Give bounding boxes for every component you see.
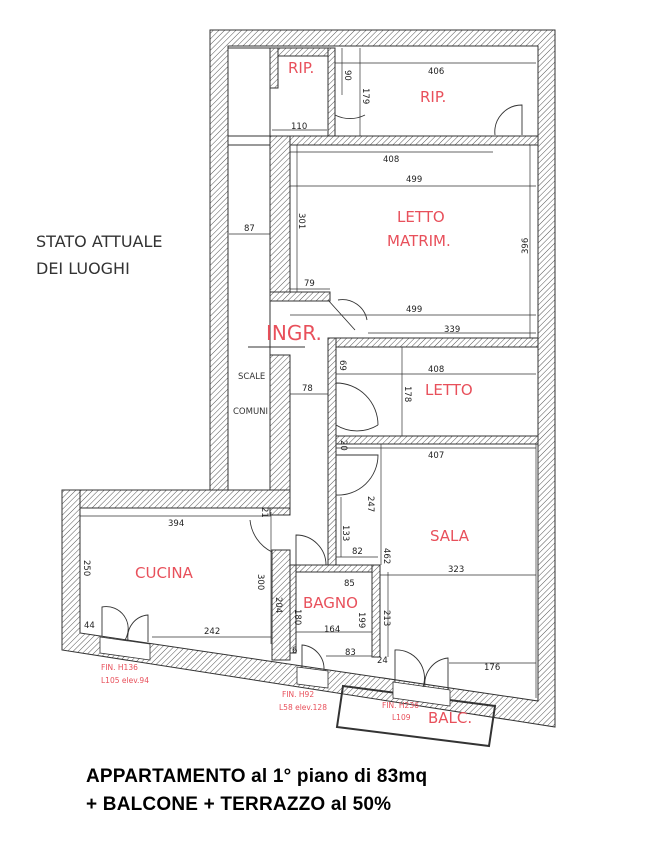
svg-text:301: 301 [296,213,306,229]
svg-text:300: 300 [255,574,265,590]
outer-wall [61,29,556,728]
svg-text:82: 82 [352,547,363,557]
svg-text:21: 21 [259,507,269,518]
svg-text:396: 396 [521,238,531,254]
svg-text:133: 133 [340,525,350,541]
svg-text:87: 87 [244,224,255,234]
caption-line-1: APPARTAMENTO al 1° piano di 83mq [86,766,428,787]
svg-text:69: 69 [337,360,347,371]
svg-text:179: 179 [360,88,370,104]
room-label-rip-large: RIP. [420,88,446,106]
window-note-sala-1: FIN. H236 [382,701,419,710]
svg-text:24: 24 [377,656,388,666]
room-label-letto-matrim-1: LETTO [397,208,445,226]
svg-text:242: 242 [204,627,220,637]
windows [99,636,451,707]
svg-text:110: 110 [291,122,307,132]
stairs-label-1: SCALE [238,372,265,382]
door-swings [101,82,523,690]
room-label-bagno: BAGNO [303,594,358,612]
svg-text:178: 178 [402,386,412,402]
window-note-cucina-1: FIN. H136 [101,663,138,672]
svg-text:250: 250 [81,560,91,576]
svg-text:499: 499 [406,175,422,185]
room-label-balcone: BALC. [428,709,472,727]
svg-text:408: 408 [383,155,399,165]
svg-text:180: 180 [292,609,302,625]
svg-text:462: 462 [381,548,391,564]
dimension-lines [80,48,537,698]
room-label-sala: SALA [430,527,470,545]
interior-walls [79,47,539,661]
svg-text:164: 164 [324,625,340,635]
window-note-bagno-1: FIN. H92 [282,690,314,699]
dimension-values: 406 90 179 110 408 499 301 396 87 79 499… [81,67,531,673]
svg-text:408: 408 [428,365,444,375]
svg-text:79: 79 [304,279,315,289]
svg-text:176: 176 [484,663,500,673]
svg-text:199: 199 [356,612,366,628]
svg-text:83: 83 [345,648,356,658]
svg-text:213: 213 [381,610,391,626]
svg-text:204: 204 [273,597,283,613]
svg-text:247: 247 [365,496,375,512]
window-note-sala-2: L109 [392,713,411,722]
window-note-bagno-2: L58 elev.128 [279,703,327,712]
room-label-letto-matrim-2: MATRIM. [387,232,451,250]
svg-text:90: 90 [342,70,352,81]
plan-status-title: STATO ATTUALE DEI LUOGHI [36,228,163,282]
stairs-label-2: COMUNI [233,407,268,417]
room-label-cucina: CUCINA [135,564,194,582]
svg-text:20: 20 [338,440,348,451]
svg-text:407: 407 [428,451,444,461]
svg-text:78: 78 [302,384,313,394]
svg-text:85: 85 [344,579,355,589]
caption-line-2: + BALCONE + TERRAZZO al 50% [86,794,392,815]
room-label-letto: LETTO [425,381,473,399]
svg-text:6: 6 [292,646,297,656]
room-label-rip-small: RIP. [288,59,314,77]
plan-status-line-2: DEI LUOGHI [36,259,130,278]
svg-text:499: 499 [406,305,422,315]
room-label-ingresso: INGR. [266,321,322,345]
svg-text:406: 406 [428,67,444,77]
svg-text:339: 339 [444,325,460,335]
svg-text:323: 323 [448,565,464,575]
apartment-caption: APPARTAMENTO al 1° piano di 83mq + BALCO… [86,763,427,819]
window-note-cucina-2: L105 elev.94 [101,676,149,685]
svg-text:394: 394 [168,519,184,529]
svg-text:44: 44 [84,621,95,631]
plan-status-line-1: STATO ATTUALE [36,232,163,251]
